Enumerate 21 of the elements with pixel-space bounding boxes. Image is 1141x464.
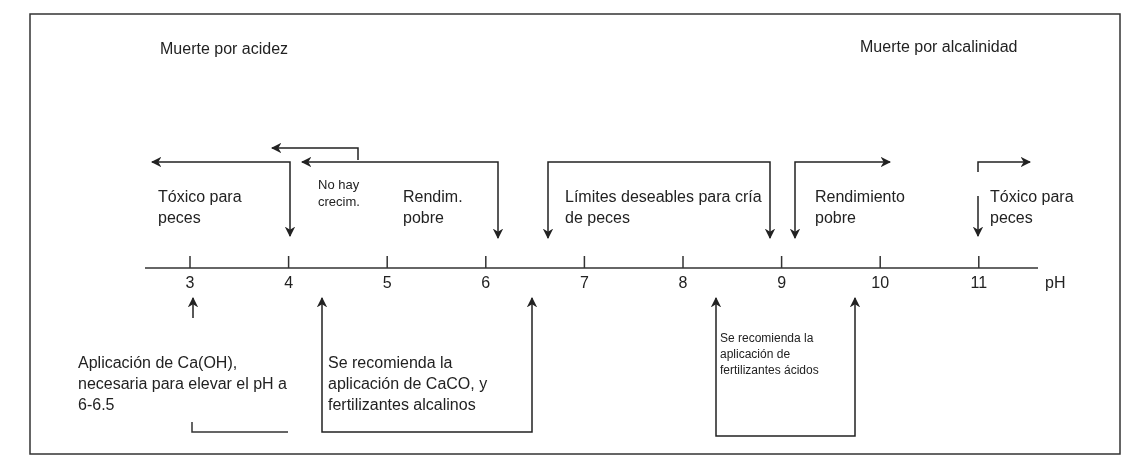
tick-label: 9 (776, 273, 788, 293)
note-text: Aplicación de Ca(OH), necesaria para elevar el pH a 6-6.5 (78, 353, 288, 415)
tick-label: 6 (480, 273, 492, 293)
tick-label: 5 (381, 273, 393, 293)
range-label: Tóxico para peces (990, 187, 1075, 228)
range-label: Límites deseables para cría de peces (565, 187, 763, 228)
range-label: No hay crecim. (318, 176, 361, 210)
range-label: Rendimiento pobre (815, 187, 906, 228)
note-text: Se recomienda la aplicación de fertilizantes ácidos (720, 330, 820, 378)
tick-label: 11 (969, 273, 989, 293)
axis-unit: pH (1045, 273, 1066, 293)
tick-label: 4 (283, 273, 295, 293)
tick-label: 10 (870, 273, 891, 293)
tick-label: 8 (677, 273, 689, 293)
zone-heading: Muerte por acidez (160, 39, 289, 59)
range-label: Rendim. pobre (403, 187, 464, 228)
tick-label: 7 (578, 273, 590, 293)
tick-label: 3 (184, 273, 196, 293)
zone-heading: Muerte por alcalinidad (860, 37, 1018, 57)
range-label: Tóxico para peces (158, 187, 243, 228)
note-text: Se recomienda la aplicación de CaCO, y fertilizantes alcalinos (328, 353, 489, 415)
